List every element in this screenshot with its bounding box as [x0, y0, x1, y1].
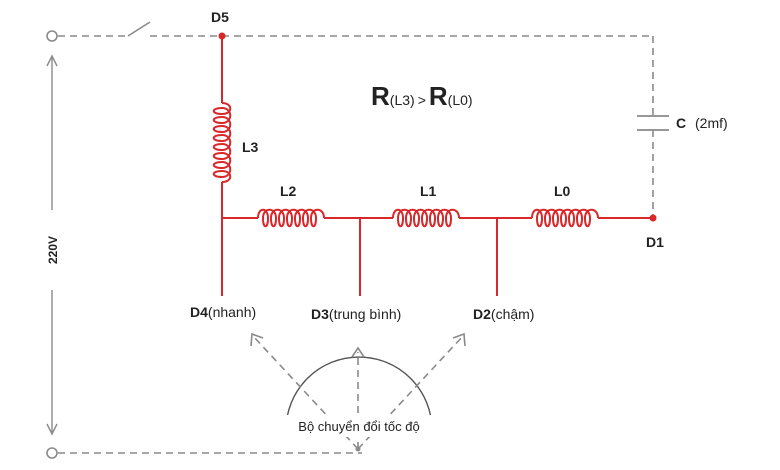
- node-d1-label: D1: [646, 234, 664, 250]
- node-d2-label: D2(chậm): [473, 306, 534, 322]
- supply-terminal-top: [46, 30, 58, 42]
- arrow-d3: [351, 346, 365, 358]
- node-d1-dot: [649, 214, 657, 222]
- selector-pivot: [355, 446, 361, 452]
- node-d5-label: D5: [211, 9, 229, 25]
- capacitor-label: C (2mf): [676, 115, 728, 131]
- supply-wiring: [58, 35, 654, 454]
- supply-terminal-bottom: [46, 447, 58, 459]
- arrow-d2: [452, 332, 466, 347]
- arrow-d4: [250, 332, 264, 347]
- resistance-relation: R(L3)>R(L0): [371, 81, 473, 111]
- coil-l3: [212, 102, 232, 183]
- coil-l0-label: L0: [554, 183, 571, 199]
- capacitor: [637, 115, 669, 131]
- selector-label-bg: [280, 415, 438, 437]
- node-d3-label: D3(trung bình): [311, 306, 401, 322]
- coil-l2-label: L2: [280, 183, 297, 199]
- voltage-dimension: [46, 54, 58, 436]
- coil-l2: [257, 208, 325, 228]
- coil-l1-label: L1: [420, 183, 437, 199]
- power-switch-blade: [127, 21, 151, 37]
- node-d5-dot: [218, 32, 226, 40]
- coil-l1: [392, 208, 460, 228]
- winding-circuit: [212, 36, 653, 296]
- coil-l3-label: L3: [242, 139, 259, 155]
- coil-l0: [531, 208, 599, 228]
- speed-switch-label: Bộ chuyển đổi tốc độ: [298, 419, 419, 434]
- selector-arc: [285, 356, 433, 431]
- node-d4-label: D4(nhanh): [190, 304, 256, 320]
- supply-voltage-label: 220V: [46, 236, 60, 264]
